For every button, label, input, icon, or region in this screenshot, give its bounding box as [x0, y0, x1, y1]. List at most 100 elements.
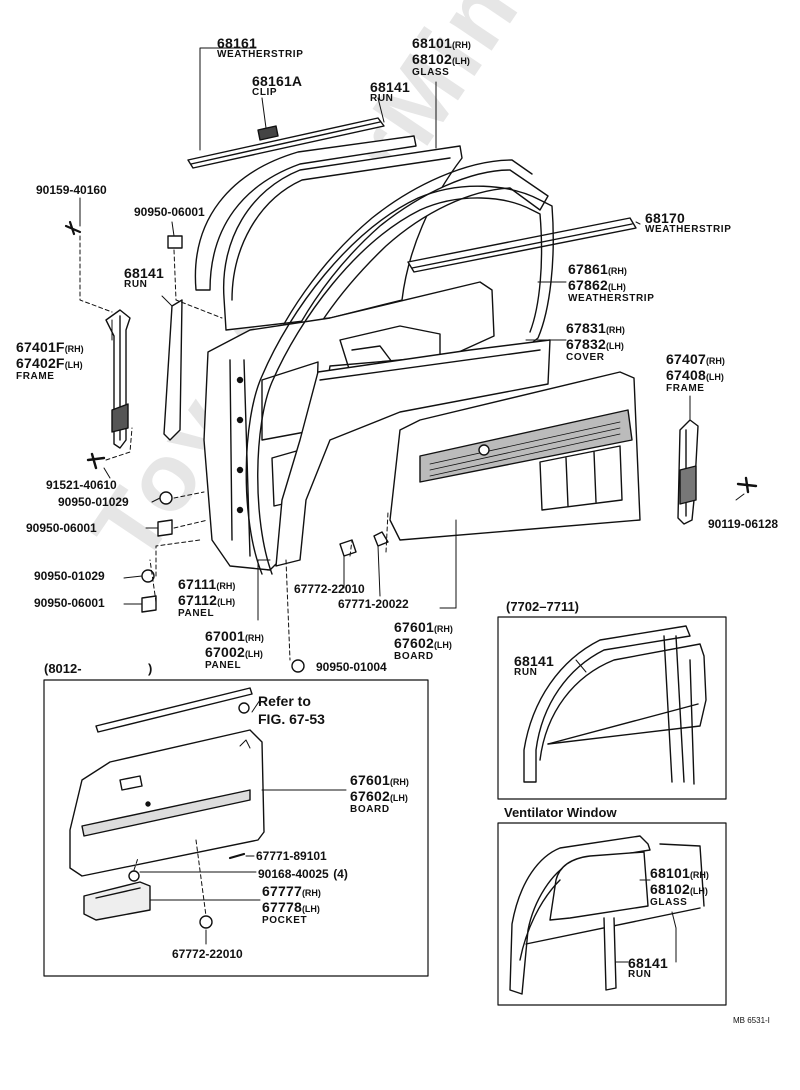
part-number-rh: 67407 — [666, 351, 706, 367]
weatherstrip-68161-drawing — [187, 117, 385, 169]
side-rh: (RH) — [64, 344, 84, 354]
side-rh: (RH) — [605, 325, 625, 335]
clip-90950-06001-top-label: 90950-06001 — [134, 205, 205, 219]
part-number-lh: 67862 — [568, 277, 608, 293]
part-name: COVER — [566, 352, 605, 363]
run-68141-mid-label: 68141 RUN — [124, 266, 164, 290]
part-number-lh: 68102 — [412, 51, 452, 67]
part-number-rh: 67831 — [566, 320, 606, 336]
run-68141-mid-drawing — [163, 299, 183, 441]
bolt-90159-drawing — [64, 220, 82, 236]
part-name: POCKET — [262, 915, 308, 926]
inset-screw-90168-label: 90168-40025 (4) — [258, 866, 348, 882]
part-number-rh: 67601 — [394, 619, 434, 635]
inset-7702-drawing — [523, 625, 707, 785]
part-number-rh: 68101 — [650, 865, 690, 881]
part-name: GLASS — [412, 67, 450, 78]
side-lh: (LH) — [244, 649, 263, 659]
part-name: FRAME — [16, 371, 55, 382]
clip-68161a-label: 68161A CLIP — [252, 74, 302, 98]
part-name: WEATHERSTRIP — [217, 49, 304, 60]
side-lh: (LH) — [217, 597, 236, 607]
run-68141-top-label: 68141 RUN — [370, 80, 410, 104]
part-name: BOARD — [394, 651, 434, 662]
bolt-91521-drawing — [86, 452, 106, 470]
inset-7702-box — [497, 616, 727, 800]
door-inner-panel-drawing — [203, 281, 495, 571]
clip-90950-06001-a-label: 90950-06001 — [26, 521, 97, 535]
frame-67407-label: 67407(RH) 67408(LH) FRAME — [666, 352, 725, 394]
part-number: 68141 — [124, 265, 164, 281]
part-number-lh: 68102 — [650, 881, 690, 897]
side-rh: (RH) — [607, 266, 627, 276]
frame-67401f-label: 67401F(RH) 67402F(LH) FRAME — [16, 340, 84, 382]
inset-vent-title: Ventilator Window — [504, 805, 617, 820]
inset-pocket-drawing — [83, 881, 151, 921]
part-name: FRAME — [666, 383, 705, 394]
inset-clip-67772-label: 67772-22010 — [172, 947, 243, 961]
part-name: RUN — [124, 279, 148, 290]
part-name: WEATHERSTRIP — [645, 224, 732, 235]
part-number: 68141 — [370, 79, 410, 95]
panel-67001-label: 67001(RH) 67002(LH) PANEL — [205, 629, 264, 671]
part-number-rh: 67777 — [262, 883, 302, 899]
side-lh: (LH) — [705, 372, 724, 382]
bolt-90119-label: 90119-06128 — [708, 517, 779, 531]
part-number-lh: 67112 — [178, 592, 218, 608]
glass-68101-label: 68101(RH) 68102(LH) GLASS — [412, 36, 471, 78]
part-name: RUN — [370, 93, 394, 104]
part-name: GLASS — [650, 897, 688, 908]
part-name: BOARD — [350, 804, 390, 815]
inset-8012-box — [43, 679, 429, 977]
bolt-90119-drawing — [736, 476, 758, 494]
clip-90950-01029-b-drawing — [141, 569, 155, 583]
side-lh: (LH) — [301, 904, 320, 914]
part-name: PANEL — [205, 660, 242, 671]
inset-8012-title: (8012- — [44, 661, 82, 676]
part-name: PANEL — [178, 608, 215, 619]
inset-pocket-label: 67777(RH) 67778(LH) POCKET — [262, 884, 321, 926]
run-68141-top-drawing — [194, 135, 417, 291]
side-rh: (RH) — [689, 870, 709, 880]
part-number-lh: 67602 — [350, 788, 390, 804]
refer-to-fig-label: Refer to FIG. 67-53 — [258, 694, 325, 726]
weatherstrip-67861-label: 67861(RH) 67862(LH) WEATHERSTRIP — [568, 262, 654, 304]
inset-clip-67771-label: 67771-89101 — [256, 849, 327, 863]
part-number: 68170 — [645, 210, 685, 226]
part-number: 68161 — [217, 35, 257, 51]
clip-90950-06001-a-drawing — [157, 519, 173, 537]
inset-board-label: 67601(RH) 67602(LH) BOARD — [350, 773, 409, 815]
side-rh: (RH) — [451, 40, 471, 50]
side-rh: (RH) — [433, 624, 453, 634]
clip-67772-drawing — [339, 539, 357, 557]
panel-67111-label: 67111(RH) 67112(LH) PANEL — [178, 577, 235, 619]
cover-67831-label: 67831(RH) 67832(LH) COVER — [566, 321, 625, 363]
part-name: WEATHERSTRIP — [568, 293, 655, 304]
clip-90950-06001-b-drawing — [141, 595, 157, 613]
side-rh: (RH) — [244, 633, 264, 643]
board-67601-drawing — [389, 371, 641, 541]
side-rh: (RH) — [301, 888, 321, 898]
board-67601-label: 67601(RH) 67602(LH) BOARD — [394, 620, 453, 662]
inset-8012-title-close: ) — [148, 661, 153, 676]
part-number: 68161A — [252, 73, 303, 89]
clip-90950-06001-b-label: 90950-06001 — [34, 596, 105, 610]
clip-90950-01004-drawing — [291, 659, 305, 673]
part-number: 68141 — [514, 653, 554, 669]
clip-68161a-drawing — [257, 125, 279, 141]
clip-67772-22010-label: 67772-22010 — [294, 582, 365, 596]
clip-90950-06001-top-drawing — [167, 235, 183, 249]
quantity: (4) — [333, 867, 348, 881]
inset-vent-drawing — [509, 835, 705, 995]
part-number-rh: 68101 — [412, 35, 452, 51]
clip-90950-01029-a-label: 90950-01029 — [58, 495, 129, 509]
side-rh: (RH) — [389, 777, 409, 787]
inset-7702-run-label: 68141 RUN — [514, 654, 554, 678]
refer-line1: Refer to — [258, 693, 311, 709]
side-rh: (RH) — [705, 356, 725, 366]
part-number-lh: 67832 — [566, 336, 606, 352]
refer-line2: FIG. 67-53 — [258, 711, 325, 727]
inset-vent-box — [497, 822, 727, 1006]
part-number-rh: 67601 — [350, 772, 390, 788]
